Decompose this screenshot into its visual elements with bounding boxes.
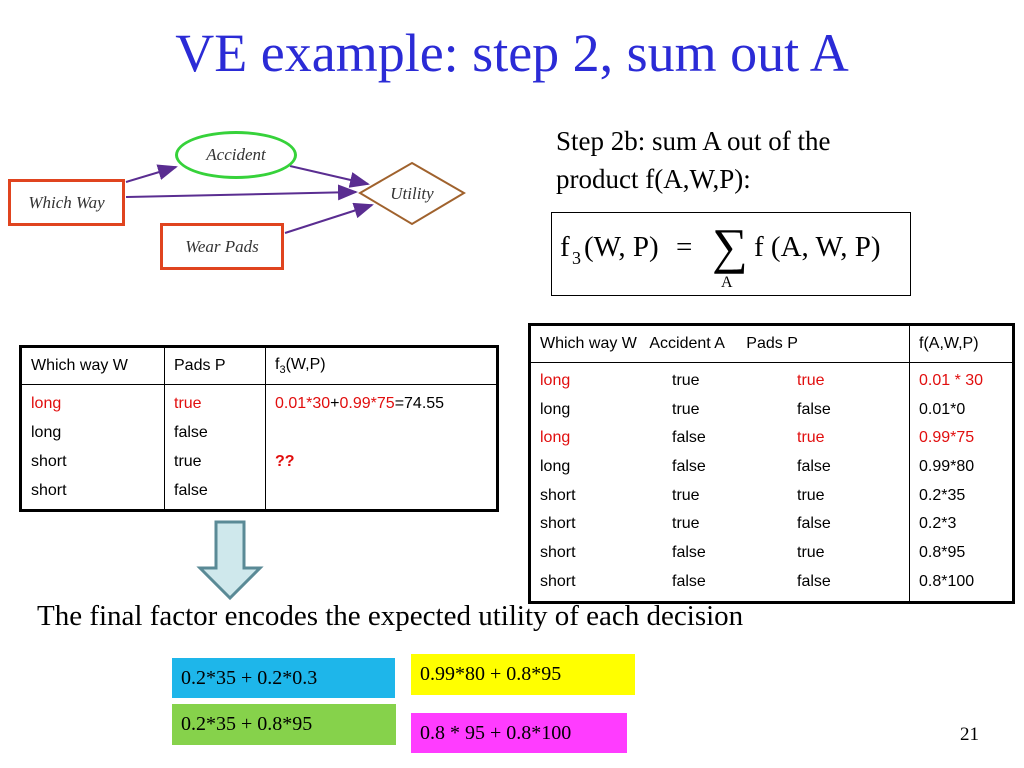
edge-whichway-utility xyxy=(125,184,358,201)
t2-cell-a: false xyxy=(672,544,706,562)
t2-cell-p: false xyxy=(797,458,831,476)
step-line-1: Step 2b: sum A out of the xyxy=(556,126,831,156)
decision-network-diagram: Utility xyxy=(125,161,466,234)
t2-cell-p: true xyxy=(797,544,825,562)
t2-cell-w: short xyxy=(540,544,576,562)
formula-lhs-f: f xyxy=(560,231,570,263)
formula-sum-index: A xyxy=(721,274,733,291)
t1-cell: short xyxy=(31,482,67,499)
page-number: 21 xyxy=(960,724,979,745)
t2-cell-w: long xyxy=(540,400,571,418)
which-way-node: Which Way xyxy=(8,179,125,226)
t1-header-which-way: Which way W xyxy=(20,346,165,385)
t2-cell-a: true xyxy=(672,515,700,533)
t2-cell-a: true xyxy=(672,486,700,504)
utility-node-label: Utility xyxy=(390,184,434,203)
f-awp-table: Which way W Accident A Pads P f(A,W,P) l… xyxy=(528,323,1015,604)
t1-header-pads: Pads P xyxy=(164,346,266,385)
down-arrow-icon xyxy=(196,520,264,601)
t1-col-which-way: long long short short xyxy=(20,384,165,511)
t1-cell: long xyxy=(31,424,62,441)
accident-node: Accident xyxy=(175,131,297,179)
t2-cell-p: false xyxy=(797,572,831,590)
t2-cell-f: 0.01 * 30 xyxy=(919,372,984,389)
formula-equals: = xyxy=(676,231,692,263)
t1-cell: true xyxy=(174,453,202,470)
formula-sum-symbol: ∑ xyxy=(712,218,748,274)
sum-out-formula: f 3 (W, P) = ∑ A f (A, W, P) xyxy=(551,212,911,296)
t1-header-f3: f3(W,P) xyxy=(265,346,498,385)
t2-cell-p: true xyxy=(797,486,825,504)
t2-cell-a: true xyxy=(672,372,700,389)
t2-cell-w: long xyxy=(540,372,571,389)
t2-header-f: f(A,W,P) xyxy=(909,324,1014,363)
t2-cell-f: 0.01*0 xyxy=(919,400,966,418)
t2-row: short true true xyxy=(540,482,900,511)
t2-cell-f: 0.99*80 xyxy=(919,458,975,476)
step-description: Step 2b: sum A out of the product f(A,W,… xyxy=(556,122,936,198)
t2-cell-w: short xyxy=(540,572,576,590)
t2-cell-w: short xyxy=(540,486,576,504)
expected-utility-short-false-alt: 0.8 * 95 + 0.8*100 xyxy=(411,713,627,753)
t2-cell-p: true xyxy=(797,429,825,447)
t2-cell-a: false xyxy=(672,429,706,447)
expected-utility-long-false: 0.99*80 + 0.8*95 xyxy=(411,654,635,695)
t2-cell-a: true xyxy=(672,400,700,418)
wear-pads-node: Wear Pads xyxy=(160,223,284,270)
t2-cell-p: false xyxy=(797,515,831,533)
t2-right-col: 0.01 * 30 0.01*0 0.99*75 0.99*80 0.2*35 0.2*3… xyxy=(909,362,1014,602)
final-factor-text: The final factor encodes the expected ut… xyxy=(37,600,744,632)
t2-cell-p: true xyxy=(797,372,825,389)
t2-row: short true false xyxy=(540,510,900,539)
t2-cell-a: false xyxy=(672,572,706,590)
t2-cell-w: short xyxy=(540,515,576,533)
t2-row: long false true xyxy=(540,424,900,453)
f3-table: Which way W Pads P f3(W,P) long long sho… xyxy=(19,345,499,512)
t2-row: short false true xyxy=(540,539,900,568)
t1-cell: true xyxy=(174,395,202,412)
t1-col-pads: true false true false xyxy=(164,384,266,511)
formula-lhs-args: (W, P) xyxy=(584,231,659,263)
t2-cell-f: 0.99*75 xyxy=(919,429,975,447)
t1-cell: short xyxy=(31,453,67,470)
edge-whichway-accident xyxy=(125,164,178,183)
t2-row: long false false xyxy=(540,453,900,482)
t1-cell: false xyxy=(174,424,208,441)
slide-title: VE example: step 2, sum out A xyxy=(175,23,849,83)
t2-cell-f: 0.8*100 xyxy=(919,572,975,590)
t2-row: long true true xyxy=(540,367,900,396)
edge-pads-utility xyxy=(284,202,374,234)
t2-cell-f: 0.2*3 xyxy=(919,515,957,533)
expected-utility-short-true: 0.2*35 + 0.2*0.3 xyxy=(172,658,395,698)
t1-f3-row1: 0.01*30+0.99*75=74.55 xyxy=(275,395,445,412)
t1-cell: long xyxy=(31,395,62,412)
utility-node-shape xyxy=(358,161,466,226)
t2-cell-w: long xyxy=(540,429,571,447)
t1-col-f3: 0.01*30+0.99*75=74.55 ?? xyxy=(265,384,498,511)
t2-header-left: Which way W Accident A Pads P xyxy=(529,324,910,363)
t2-cell-f: 0.2*35 xyxy=(919,486,966,504)
t2-row: short false false xyxy=(540,568,900,597)
step-line-2: product f(A,W,P): xyxy=(556,164,751,194)
t2-row: long true false xyxy=(540,396,900,425)
t2-cell-a: false xyxy=(672,458,706,476)
t2-cell-f: 0.8*95 xyxy=(919,544,966,562)
t1-f3-unknown: ?? xyxy=(275,453,295,470)
t1-cell: false xyxy=(174,482,208,499)
formula-lhs-sub: 3 xyxy=(572,248,581,268)
t2-cell-p: false xyxy=(797,400,831,418)
edge-accident-utility xyxy=(289,165,370,188)
formula-rhs: f (A, W, P) xyxy=(754,231,880,263)
expected-utility-short-false: 0.2*35 + 0.8*95 xyxy=(172,704,396,745)
t2-cell-w: long xyxy=(540,458,571,476)
